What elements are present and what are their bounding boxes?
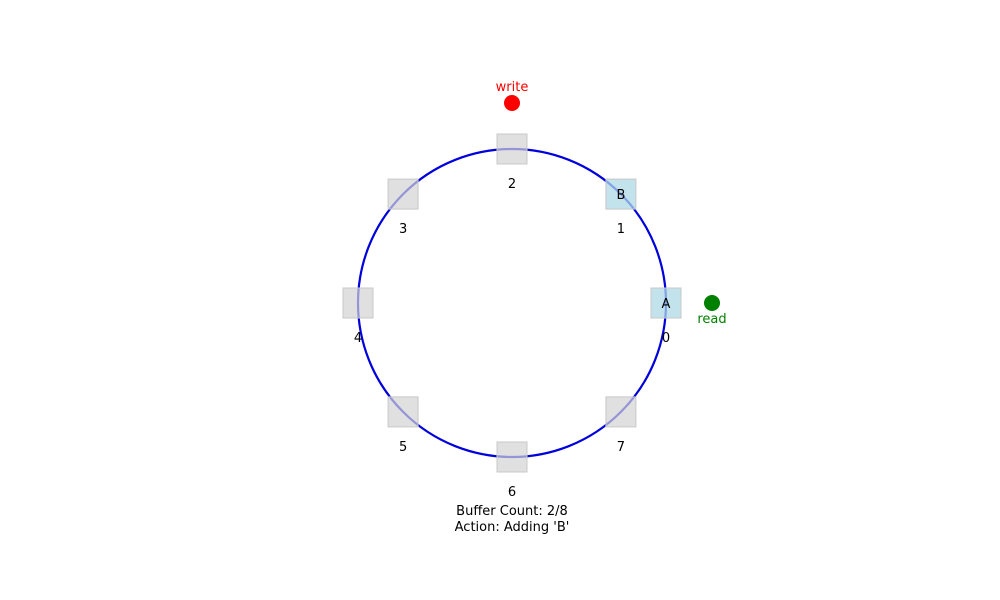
slot-index-label-2: 2 — [508, 177, 516, 192]
slot-index-label-4: 4 — [354, 331, 362, 346]
write-pointer-label: write — [496, 80, 529, 95]
slot-index-label-5: 5 — [399, 440, 407, 455]
write-pointer-dot — [504, 95, 520, 111]
read-pointer-label: read — [697, 312, 726, 327]
buffer-slots: A 0 B 1 2 3 4 5 6 7 — [342, 133, 682, 500]
buffer-slot-6 — [496, 441, 528, 473]
slot-index-label-6: 6 — [508, 485, 516, 500]
slot-index-label-1: 1 — [617, 222, 625, 237]
buffer-pointers: write read — [496, 80, 727, 327]
slot-value-1: B — [616, 188, 625, 203]
buffer-slot-1 — [605, 178, 637, 210]
slot-index-label-7: 7 — [617, 440, 625, 455]
slot-index-label-0: 0 — [662, 331, 670, 346]
read-pointer-dot — [704, 295, 720, 311]
buffer-slot-2 — [496, 133, 528, 165]
buffer-slot-5 — [387, 396, 419, 428]
slot-index-label-3: 3 — [399, 222, 407, 237]
buffer-count-text: Buffer Count: 2/8 — [456, 504, 568, 519]
buffer-slot-3 — [387, 178, 419, 210]
action-text: Action: Adding 'B' — [455, 520, 570, 535]
buffer-slot-7 — [605, 396, 637, 428]
buffer-slot-0 — [650, 287, 682, 319]
buffer-slot-4 — [342, 287, 374, 319]
slot-value-0: A — [662, 297, 671, 312]
